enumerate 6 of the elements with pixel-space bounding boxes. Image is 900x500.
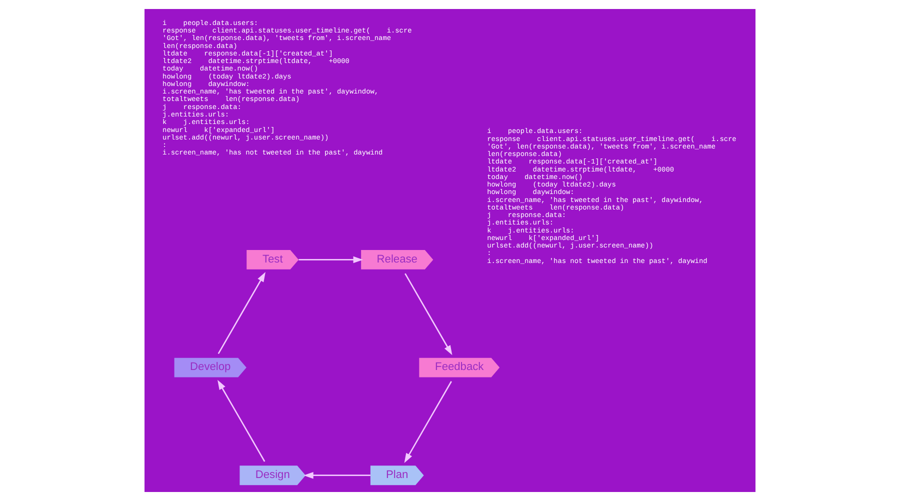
arrow	[218, 379, 266, 462]
arrow	[218, 272, 266, 354]
arrow	[298, 256, 364, 263]
arrow	[404, 272, 452, 355]
arrow	[404, 380, 452, 462]
arrow	[304, 471, 370, 478]
